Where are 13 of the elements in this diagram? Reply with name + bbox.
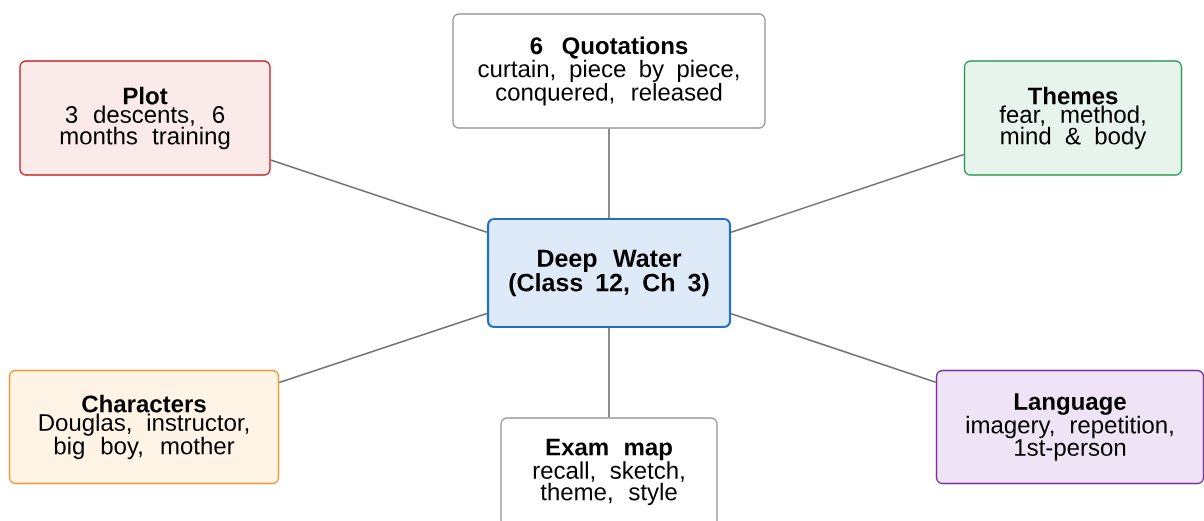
branch-box: Characters Douglas, instructor, big boy, mother (8, 369, 280, 485)
connector-line (608, 327, 610, 419)
connector-line (269, 159, 488, 234)
connector-line (278, 312, 488, 384)
connector-line (730, 153, 965, 234)
branch-box: Themes fear, method, mind & body (963, 60, 1183, 176)
branch-box: Exam map recall, sketch, theme, style (500, 417, 718, 521)
connector-line (730, 312, 937, 383)
branch-box: Language imagery, repetition, 1st-person (935, 369, 1204, 485)
branch-box: 6 Quotations curtain, piece by piece, conquered, released (452, 13, 766, 129)
topic-box: Deep Water (Class 12, Ch 3) (486, 217, 732, 329)
branch-box: Plot 3 descents, 6 months training (19, 60, 271, 176)
connector-line (608, 127, 610, 219)
